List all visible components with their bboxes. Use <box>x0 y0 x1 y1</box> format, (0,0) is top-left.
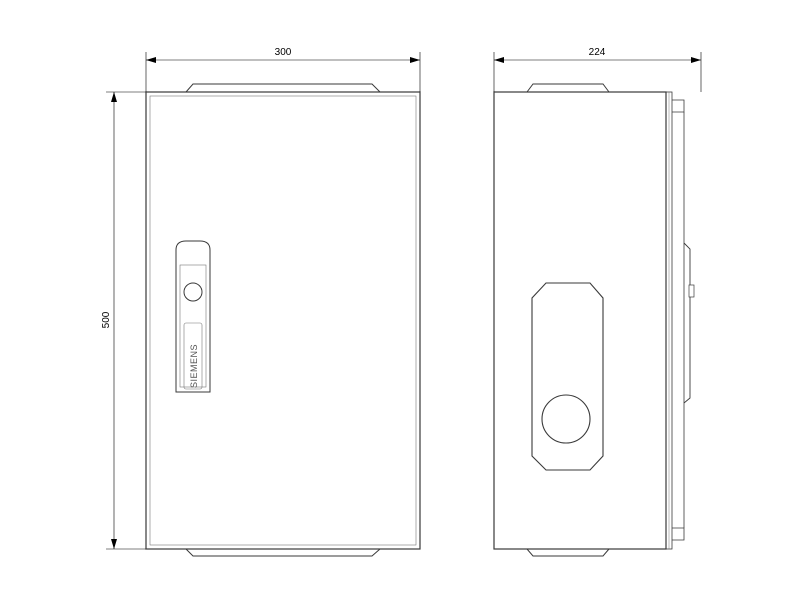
handle-body <box>175 240 211 393</box>
arrow-left-icon <box>494 57 504 63</box>
arrow-left-icon <box>146 57 156 63</box>
front-door-edge <box>149 95 417 546</box>
side-depth-label: 224 <box>589 47 606 58</box>
side-hinge-top <box>672 99 685 113</box>
arrow-right-icon <box>410 57 420 63</box>
handle-inner <box>179 264 207 388</box>
side-top-rail <box>526 83 610 93</box>
arrow-right-icon <box>691 57 701 63</box>
height-label: 500 <box>101 311 112 328</box>
front-view: SIEMENS <box>145 83 421 557</box>
handle-logo-text: SIEMENS <box>189 344 199 388</box>
handle-lock-icon <box>183 282 203 302</box>
front-width-label: 300 <box>275 47 292 58</box>
arrow-up-icon <box>111 92 117 102</box>
door-handle: SIEMENS <box>175 240 211 393</box>
handle-logo-plate <box>183 322 203 390</box>
arrow-down-icon <box>111 539 117 549</box>
side-handle-knob <box>688 284 695 298</box>
side-dimensions: 224 <box>493 47 702 92</box>
side-knockout-icon <box>541 394 591 444</box>
front-dimensions: 300 500 <box>101 47 421 550</box>
side-hinge-bottom <box>672 527 685 541</box>
front-top-rail <box>185 83 381 93</box>
side-handle-profile <box>683 242 691 404</box>
front-bottom-rail <box>185 548 381 557</box>
side-bottom-rail <box>526 548 610 557</box>
side-view <box>493 83 695 557</box>
